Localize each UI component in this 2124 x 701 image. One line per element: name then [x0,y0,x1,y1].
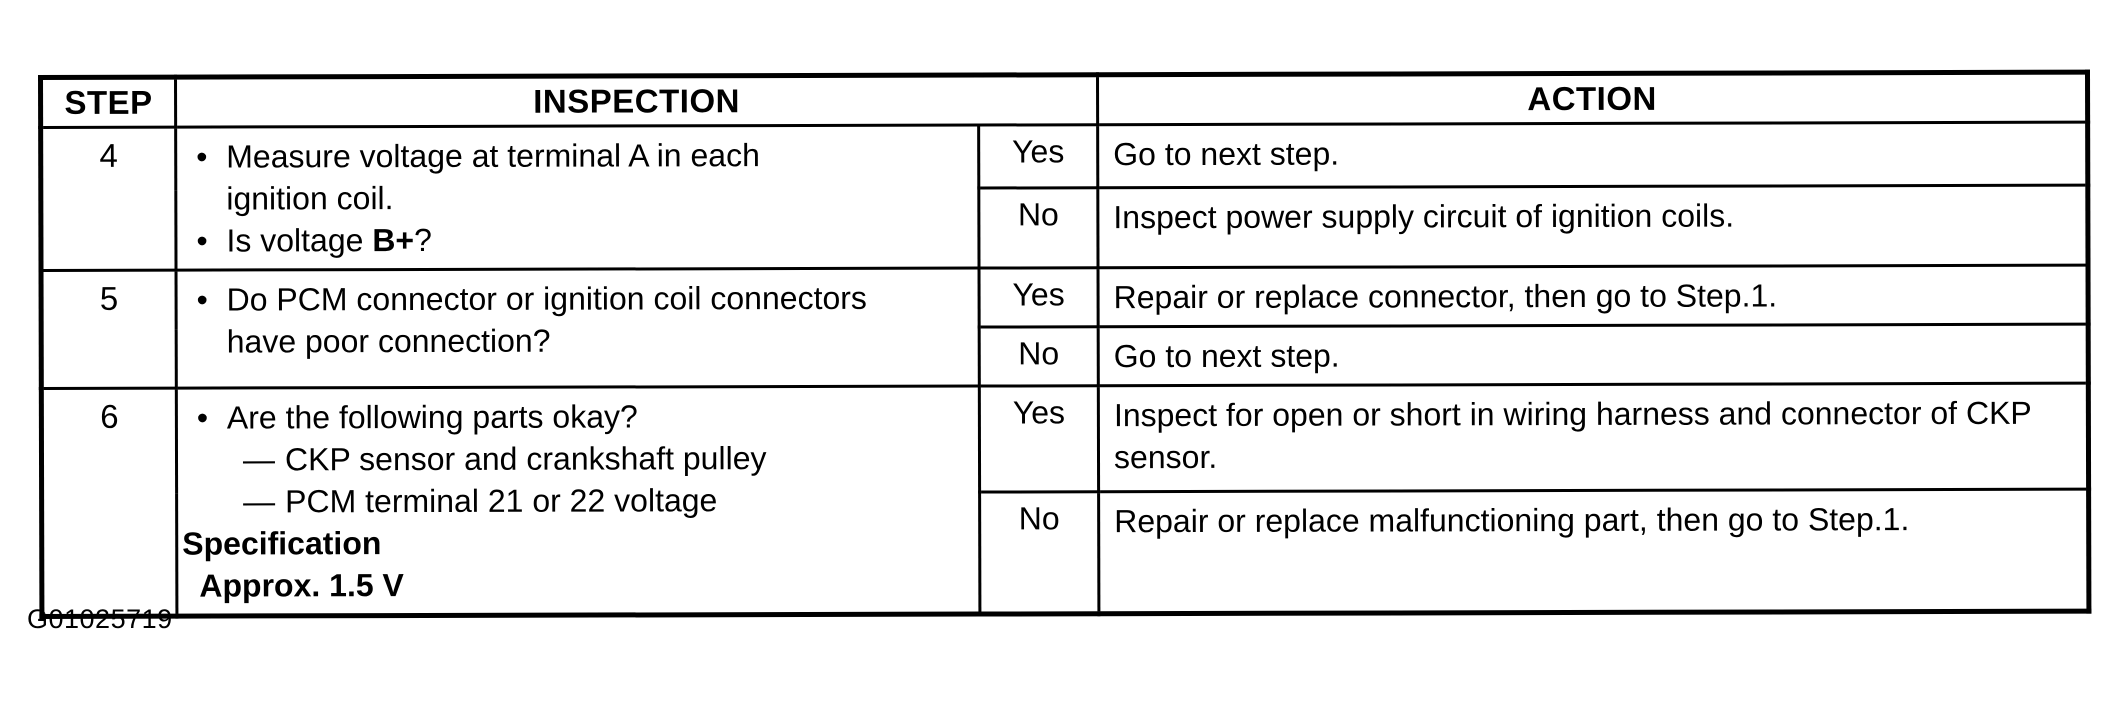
answer-yes-cell: Yes [979,385,1099,492]
inspection-text: ignition coil. [226,180,394,217]
figure-code: G01025719 [27,604,173,634]
bullet-icon: • [196,399,209,436]
inspection-line: • Are the following parts okay? [178,395,972,439]
inspection-line: • Measure voltage at terminal A in each [177,134,971,178]
inspection-cell: • Do PCM connector or ignition coil conn… [176,268,980,389]
inspection-line: ignition coil. [177,176,971,220]
action-cell: Inspect power supply circuit of ignition… [1097,185,2089,268]
inspection-text: Measure voltage at terminal A in each [226,137,760,175]
inspection-text: Are the following parts okay? [226,398,638,436]
inspection-line: • Is voltage B+? [177,218,971,262]
answer-yes-cell: Yes [978,124,1098,189]
inspection-line: • Do PCM connector or ignition coil conn… [178,277,972,321]
answer-no-cell: No [978,187,1099,269]
action-cell: Repair or replace malfunctioning part, t… [1098,488,2089,614]
inspection-text: CKP sensor and crankshaft pulley [284,440,767,478]
bullet-icon: • [196,222,208,259]
column-header-action: ACTION [1097,72,2088,125]
table-row: 4 • Measure voltage at terminal A in eac… [40,122,2088,271]
column-header-step: STEP [40,77,176,128]
answer-yes-cell: Yes [979,267,1099,328]
step-cell: 4 [40,127,177,271]
action-cell: Go to next step. [1098,324,2089,386]
dash-icon: — [243,483,276,520]
inspection-text: Is voltage B+? [226,221,432,259]
inspection-line: have poor connection? [178,319,972,363]
action-cell: Repair or replace connector, then go to … [1098,265,2089,327]
diagnostic-table-wrapper: STEP INSPECTION ACTION 4 • Measure volta… [38,69,2092,619]
bullet-icon: • [196,281,208,318]
column-header-inspection: INSPECTION [175,74,1098,128]
inspection-cell: • Are the following parts okay? — CKP se… [176,386,980,617]
inspection-line: — PCM terminal 21 or 22 voltage [178,479,972,523]
inspection-text: PCM terminal 21 or 22 voltage [285,482,718,520]
action-cell: Go to next step. [1097,122,2088,188]
header-row: STEP INSPECTION ACTION [40,72,2088,128]
table-row: 5 • Do PCM connector or ignition coil co… [41,265,2089,389]
answer-no-cell: No [979,326,1099,387]
inspection-cell: • Measure voltage at terminal A in each … [175,125,980,271]
specification-label: Specification [182,525,382,562]
specification-value: Approx. 1.5 V [199,567,404,604]
bullet-icon: • [196,138,208,175]
step-cell: 5 [41,270,177,389]
inspection-text: Do PCM connector or ignition coil connec… [226,279,867,318]
step-cell: 6 [41,388,177,617]
dash-icon: — [242,441,276,478]
inspection-line: — CKP sensor and crankshaft pulley [178,437,972,481]
action-cell: Inspect for open or short in wiring harn… [1098,383,2089,492]
answer-no-cell: No [979,491,1099,615]
diagnostic-step-table: STEP INSPECTION ACTION 4 • Measure volta… [38,69,2092,619]
inspection-text: have poor connection? [226,322,551,360]
table-row: 6 • Are the following parts okay? — CKP … [41,383,2089,617]
